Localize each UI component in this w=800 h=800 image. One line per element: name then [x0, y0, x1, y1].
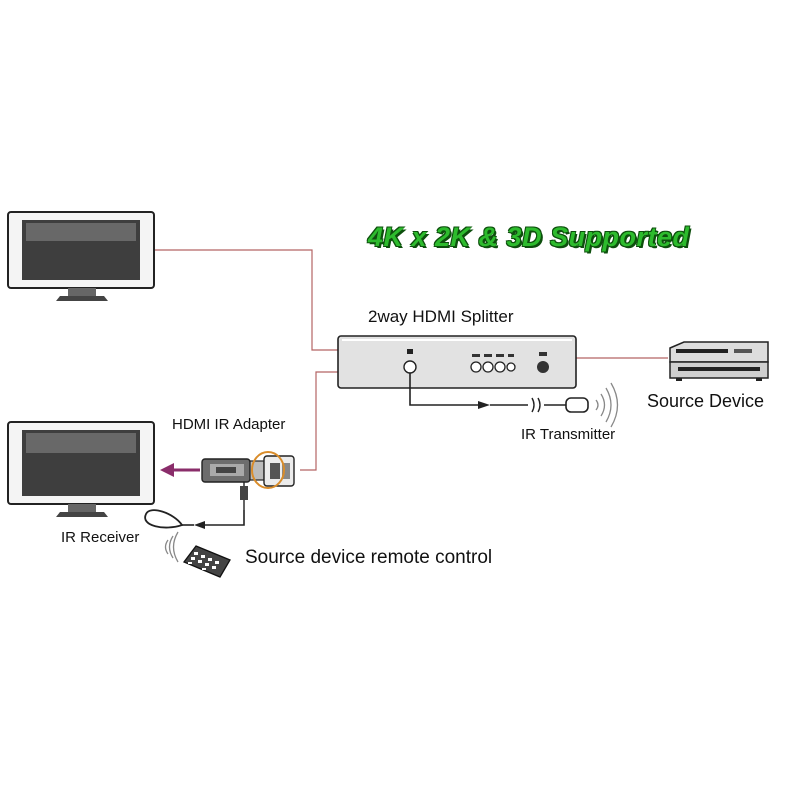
ir-transmitter-icon	[409, 373, 619, 428]
ir-receiver-icon	[144, 509, 245, 529]
remote-control-label: Source device remote control	[245, 547, 493, 568]
hdmi-cables	[155, 249, 668, 471]
monitor-icon	[7, 421, 155, 517]
cable-top-monitor	[155, 249, 338, 351]
ir-transmitter-label: IR Transmitter	[521, 426, 616, 443]
dvd-player-icon	[669, 341, 769, 381]
source-device-label: Source Device	[647, 391, 765, 411]
feature-headline: 4K x 2K & 3D Supported	[368, 222, 690, 252]
monitor-icon	[7, 211, 155, 301]
hdmi-ir-adapter-icon	[160, 451, 295, 510]
hdmi-ir-adapter-label: HDMI IR Adapter	[172, 416, 286, 433]
remote-control-icon	[164, 531, 231, 578]
ir-receiver-label: IR Receiver	[61, 529, 140, 546]
hdmi-splitter-icon	[337, 335, 577, 389]
splitter-label: 2way HDMI Splitter	[368, 307, 514, 326]
cable-bottom-monitor	[300, 371, 338, 471]
